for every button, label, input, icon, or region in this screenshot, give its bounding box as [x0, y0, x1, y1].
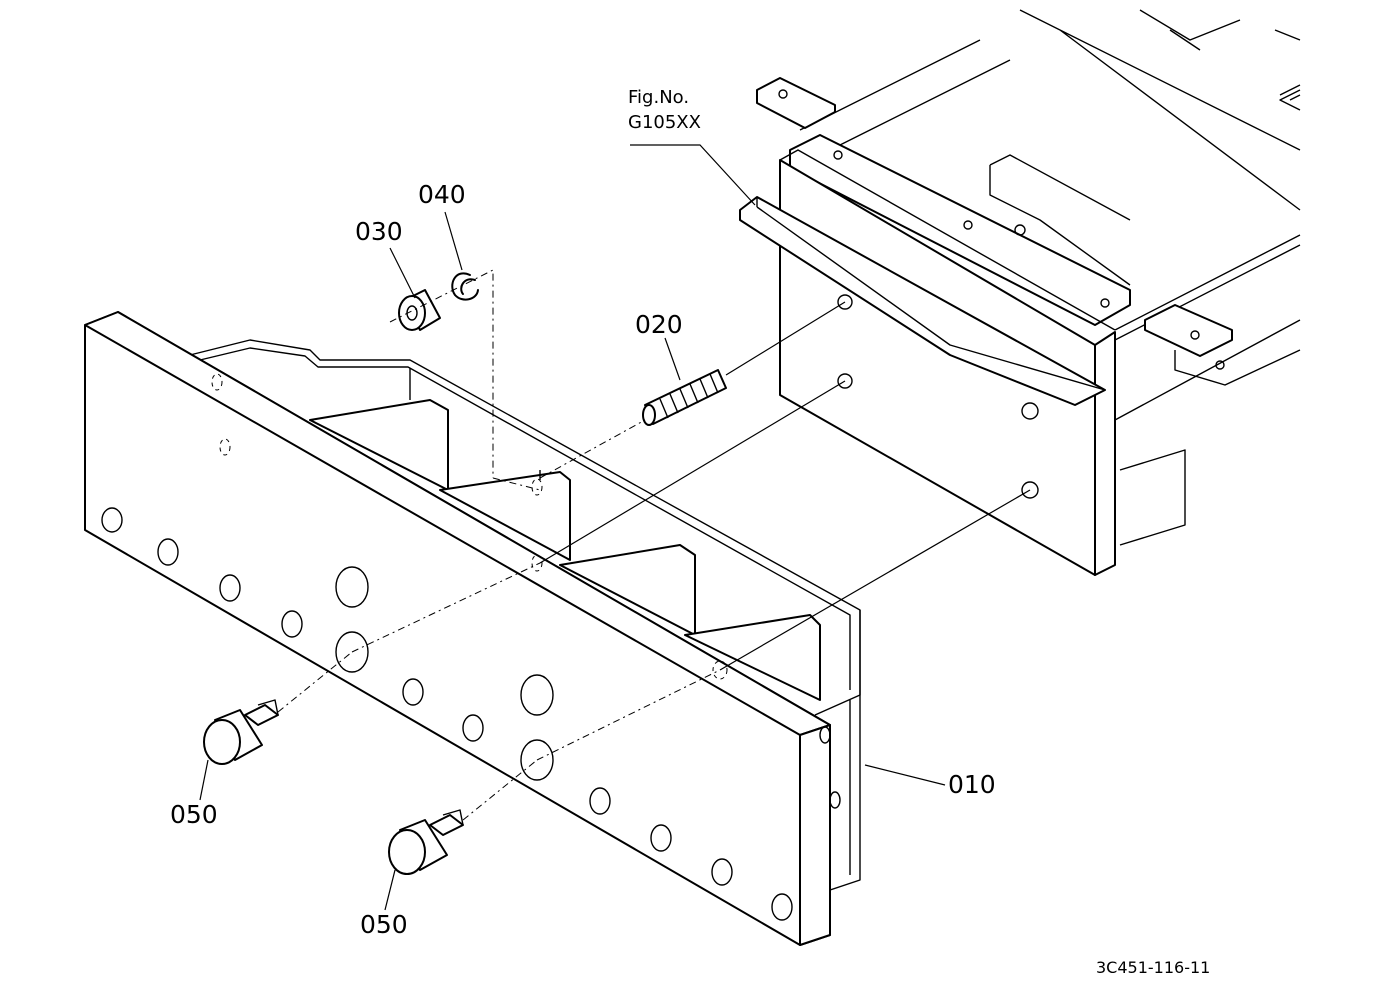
- assembly-axes: [277, 269, 1031, 821]
- leader-lines: [199, 144, 946, 911]
- nut: [398, 289, 441, 331]
- chassis-frame: [739, 9, 1301, 576]
- front-weight-bracket: [84, 311, 861, 946]
- callout-040: 040: [418, 180, 466, 209]
- stud-bolt: [642, 369, 727, 426]
- bolt-lower: [388, 809, 464, 875]
- drawing-code: 3C451-116-11: [1096, 958, 1210, 977]
- callout-050-upper: 050: [170, 800, 218, 829]
- callout-050-lower: 050: [360, 910, 408, 939]
- bolt-upper: [203, 699, 279, 765]
- figure-reference-label: Fig.No.: [628, 87, 689, 108]
- spring-washer: [451, 272, 479, 301]
- callout-030: 030: [355, 217, 403, 246]
- callout-010: 010: [948, 770, 996, 799]
- callout-020: 020: [635, 310, 683, 339]
- figure-reference-number: G105XX: [628, 112, 701, 133]
